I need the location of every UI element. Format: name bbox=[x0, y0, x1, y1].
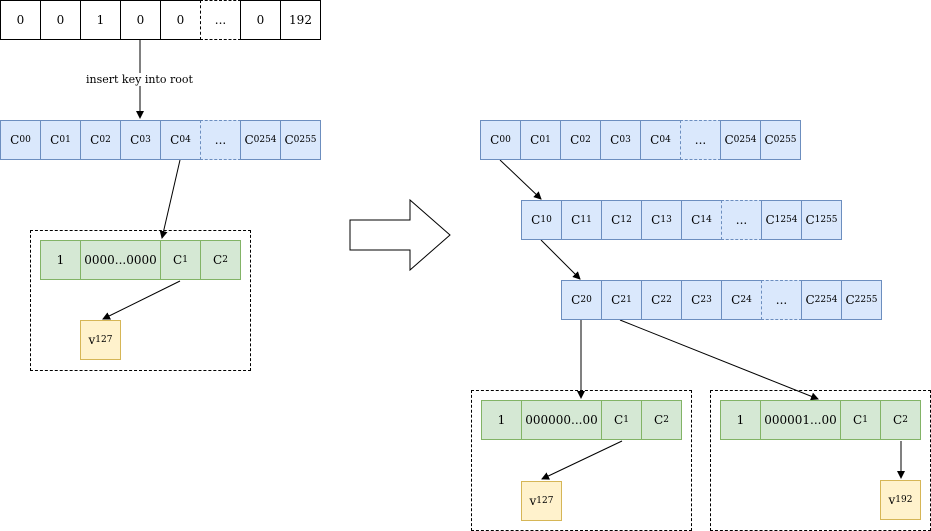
key-byte-cell-1: 0 bbox=[40, 0, 81, 40]
key-byte-cell-7: 192 bbox=[280, 0, 321, 40]
leaf-b-count: 1 bbox=[720, 400, 761, 440]
edge-leaf-to-value bbox=[102, 280, 181, 320]
edge-level0-to-level1 bbox=[499, 159, 542, 200]
left-leaf-key: 0000...0000 bbox=[80, 240, 161, 280]
edge-level1-to-level2 bbox=[540, 239, 581, 280]
level0-cell-5: ... bbox=[680, 120, 721, 160]
level1-cell-5: ... bbox=[721, 200, 762, 240]
leaf-a-key: 000000...00 bbox=[521, 400, 602, 440]
edge-level2-to-leaf-b bbox=[619, 319, 819, 401]
left-leaf-frame bbox=[30, 230, 251, 371]
key-byte-cell-3: 0 bbox=[120, 0, 161, 40]
transition-arrow bbox=[349, 198, 451, 272]
key-byte-cell-4: 0 bbox=[160, 0, 201, 40]
key-byte-cell-2: 1 bbox=[80, 0, 121, 40]
key-byte-cell-0: 0 bbox=[0, 0, 41, 40]
insert-key-label: insert key into root bbox=[86, 73, 193, 86]
leaf-b-key: 000001...00 bbox=[760, 400, 841, 440]
root-cell-5: ... bbox=[200, 120, 241, 160]
key-byte-cell-6: 0 bbox=[240, 0, 281, 40]
key-byte-cell-5: ... bbox=[200, 0, 241, 40]
leaf-a-count: 1 bbox=[481, 400, 522, 440]
edge-root-to-leaf bbox=[159, 159, 181, 239]
level2-cell-5: ... bbox=[761, 280, 802, 320]
left-leaf-count: 1 bbox=[40, 240, 81, 280]
edge-leaf-a-to-value bbox=[541, 440, 623, 480]
